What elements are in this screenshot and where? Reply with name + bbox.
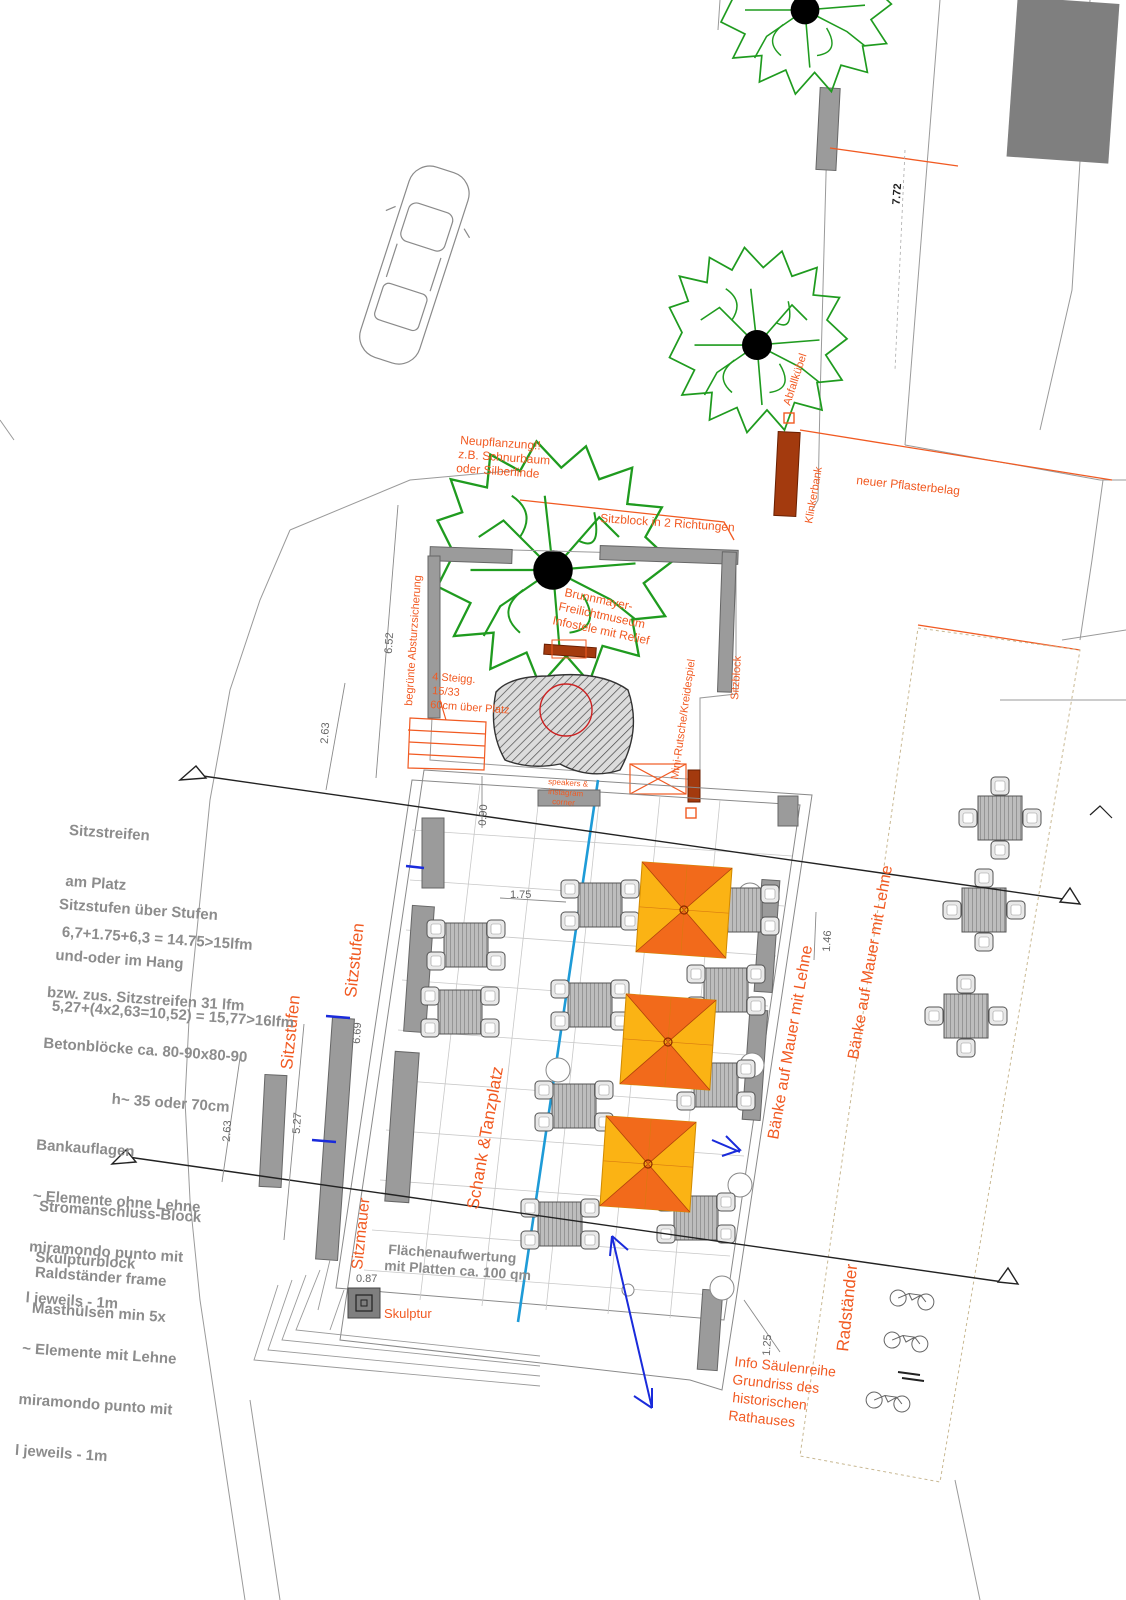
umbrella-icon — [619, 993, 717, 1091]
label-speakers-3: corner — [552, 797, 576, 808]
table-set-icon — [427, 920, 505, 970]
dim-7-72: 7.72 — [891, 183, 904, 205]
north-arrow-icon — [1089, 805, 1113, 819]
note-line: l jeweils - 1m — [14, 1441, 108, 1466]
table-set-icon — [551, 980, 629, 1030]
label-radstaender: Radständer — [833, 1263, 861, 1353]
note-line: Masthülsen min 5x — [31, 1299, 167, 1326]
tree-icon — [668, 246, 848, 434]
table-set-icon — [535, 1081, 613, 1131]
label-info-3: historischen — [732, 1389, 808, 1413]
dim-2-63-lower: 2.63 — [221, 1120, 234, 1142]
label-steigungen-3: 60cm über Platz — [430, 699, 510, 717]
note-line: Raldständer frame — [34, 1263, 168, 1291]
label-steigungen-1: 4 Steigg. — [432, 671, 476, 686]
info-pillar-icon — [685, 807, 697, 819]
sculpture-icon — [347, 1287, 381, 1319]
section-lines — [110, 765, 1082, 1285]
label-speakers-2: instagram — [548, 787, 584, 798]
table-set-icon — [561, 880, 639, 930]
table-set-icon — [925, 975, 1007, 1057]
plaza-grid — [335, 769, 813, 1391]
dim-0-87: 0.87 — [356, 1273, 377, 1285]
dim-1-25: 1.25 — [761, 1334, 774, 1356]
bicycle-icon — [864, 1390, 912, 1414]
umbrella-icon — [599, 1115, 697, 1213]
note-line: Betonblöcke ca. 80-90x80-90 — [42, 1034, 248, 1067]
label-neupflanzung-3: oder Silberlinde — [456, 461, 540, 481]
wall-segment-top — [815, 87, 841, 171]
label-skulptur: Skulptur — [384, 1306, 432, 1321]
note-line: h~ 35 oder 70cm — [111, 1090, 231, 1116]
note-line: Sitzstufen über Stufen — [58, 895, 219, 924]
dim-2-63-upper: 2.63 — [319, 722, 332, 744]
label-sitzblock: Sitzblock — [729, 655, 744, 700]
dim-1-46: 1.46 — [821, 930, 834, 952]
dim-6-52: 6.52 — [383, 632, 396, 654]
building-block — [1006, 0, 1120, 164]
label-neuer-pflaster: neuer Pflasterbelag — [856, 473, 961, 498]
note-line: ~ Elemente mit Lehne — [21, 1340, 177, 1368]
seating-steps — [253, 864, 541, 1387]
car-icon — [359, 165, 471, 365]
label-baenke-outer: Bänke auf Mauer mit Lehne — [845, 864, 896, 1061]
waste-bin-icon — [783, 412, 795, 424]
table-set-icon — [959, 777, 1041, 859]
note-line: miramondo punto mit — [17, 1390, 173, 1419]
dim-0-90: 0.90 — [477, 804, 490, 826]
label-steigungen-2: 15/33 — [432, 685, 460, 699]
table-set-icon — [943, 869, 1025, 951]
dim-5-27: 5.27 — [291, 1112, 304, 1134]
dim-1-75: 1.75 — [510, 889, 531, 901]
label-sitzblock-richtungen: Sitzblock in 2 Richtungen — [600, 511, 735, 534]
label-sitzmauer: Sitzmauer — [349, 1196, 374, 1270]
label-neupflanzung-1: Neupflanzung!! — [460, 433, 542, 453]
tree-icon — [720, 0, 893, 95]
note-line: Bankauflagen — [35, 1136, 136, 1161]
label-mini-rutsche: Mini-Rutsche/Kreidespiel — [669, 658, 698, 780]
dim-6-69: 6.69 — [351, 1022, 364, 1044]
label-klinkerbank: Klinkerbank — [803, 465, 825, 524]
label-neupflanzung-2: z.B. Schnurbaum — [458, 447, 551, 467]
label-begruente: begrünte Absturzsicherung — [403, 575, 424, 706]
umbrella-icon — [635, 861, 733, 959]
note-line: Sitzstreifen — [68, 821, 151, 845]
bicycle-icon — [882, 1330, 930, 1354]
survey-lines — [519, 147, 1113, 651]
note-line: Stromanschluss-Block — [38, 1197, 202, 1227]
dimension-lines — [221, 504, 817, 1353]
bike-zone — [799, 627, 1081, 1483]
note-line: bzw. zus. Sitzstreifen 31 lfm — [46, 983, 245, 1015]
outside-table-sets — [925, 777, 1041, 1057]
note-rad: Raldständer frame — [33, 1230, 169, 1307]
label-sitzstufen-inner: Sitzstufen — [341, 922, 368, 998]
upper-terrace — [407, 545, 739, 819]
label-info-4: Rathauses — [728, 1407, 796, 1430]
table-set-icon — [421, 987, 499, 1037]
klinker-bench — [773, 430, 801, 518]
bicycle-icon — [888, 1288, 936, 1312]
label-speakers-1: speakers & — [548, 777, 589, 789]
direction-arrow — [609, 1135, 742, 1409]
